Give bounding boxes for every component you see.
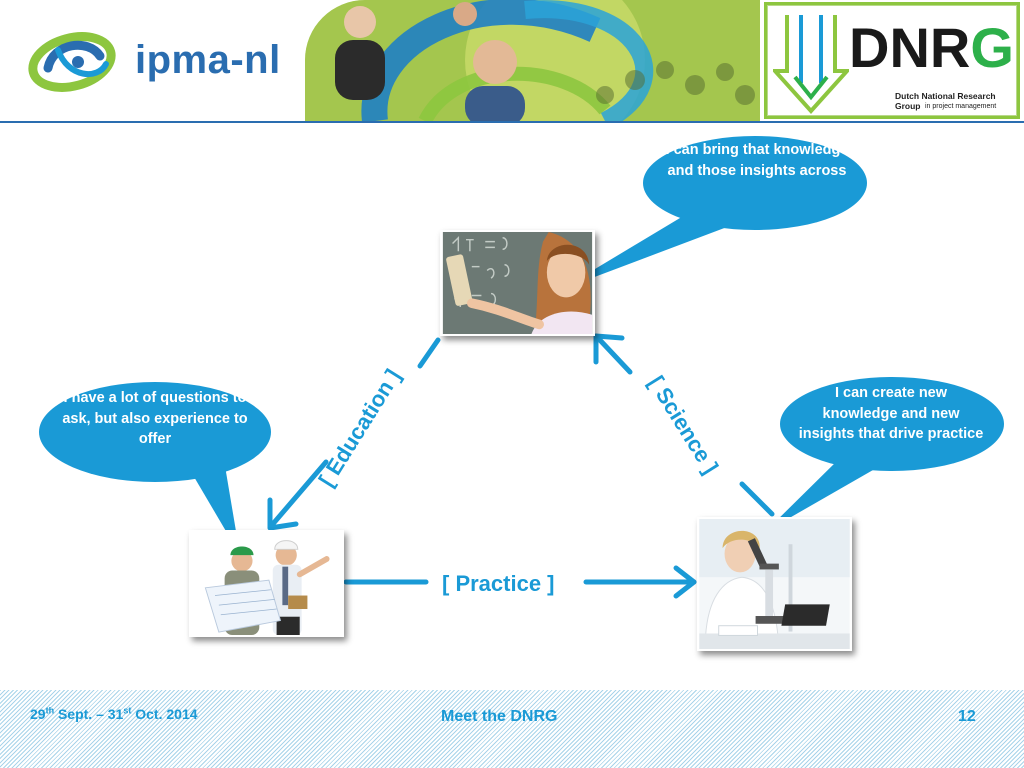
science-arrow bbox=[593, 333, 775, 517]
speech-bubble-top bbox=[560, 136, 867, 290]
dnrg-subtitle-line2: in project management bbox=[925, 103, 997, 110]
header-divider bbox=[0, 121, 1024, 123]
footer-date-suffix1: th bbox=[45, 705, 55, 716]
dnrg-logo-text: DNRG bbox=[849, 16, 1014, 79]
footer-date-end: Oct. 2014 bbox=[131, 706, 198, 722]
bubble-right-text: I can create new knowledge and new insig… bbox=[798, 385, 984, 442]
slide-footer: 29th Sept. – 31st Oct. 2014 Meet the DNR… bbox=[0, 690, 1024, 768]
header-banner-image bbox=[305, 0, 760, 121]
footer-date-day1: 29 bbox=[30, 706, 46, 722]
practice-photo bbox=[189, 530, 344, 637]
ipma-logo-text: ipma-nl bbox=[135, 38, 281, 82]
teacher-at-chalkboard-image bbox=[442, 232, 593, 334]
bubble-top-text: I can bring that knowledge and those ins… bbox=[665, 142, 849, 179]
ipma-logo-icon bbox=[28, 32, 116, 92]
footer-title: Meet the DNRG bbox=[441, 708, 558, 725]
dnrg-subtitle: Dutch National Research Group bbox=[895, 91, 996, 111]
label-practice: [ Practice ] bbox=[442, 571, 555, 596]
science-photo bbox=[697, 517, 852, 651]
education-arrow bbox=[267, 337, 441, 531]
bubble-left-text: I have a lot of questions to ask, but al… bbox=[62, 390, 248, 447]
practice-arrow bbox=[343, 565, 697, 599]
speech-bubble-right bbox=[765, 377, 1004, 532]
footer-date-mid: Sept. – 31 bbox=[54, 706, 124, 722]
down-arrow-icon bbox=[773, 15, 849, 114]
scientist-with-microscope-image bbox=[699, 519, 850, 649]
banner-illustration bbox=[305, 0, 760, 121]
education-photo bbox=[440, 230, 595, 336]
footer-date-suffix2: st bbox=[123, 705, 132, 716]
slide-header: ipma-nl DNRG Dutc bbox=[0, 0, 1024, 122]
page-number: 12 bbox=[958, 708, 976, 725]
footer-date: 29th Sept. – 31st Oct. 2014 bbox=[30, 706, 198, 722]
dnrg-logo-g: G bbox=[970, 16, 1014, 79]
dnrg-logo: DNRG Dutch National Research Group in pr… bbox=[764, 2, 1020, 119]
engineers-with-blueprint-image bbox=[191, 532, 342, 635]
